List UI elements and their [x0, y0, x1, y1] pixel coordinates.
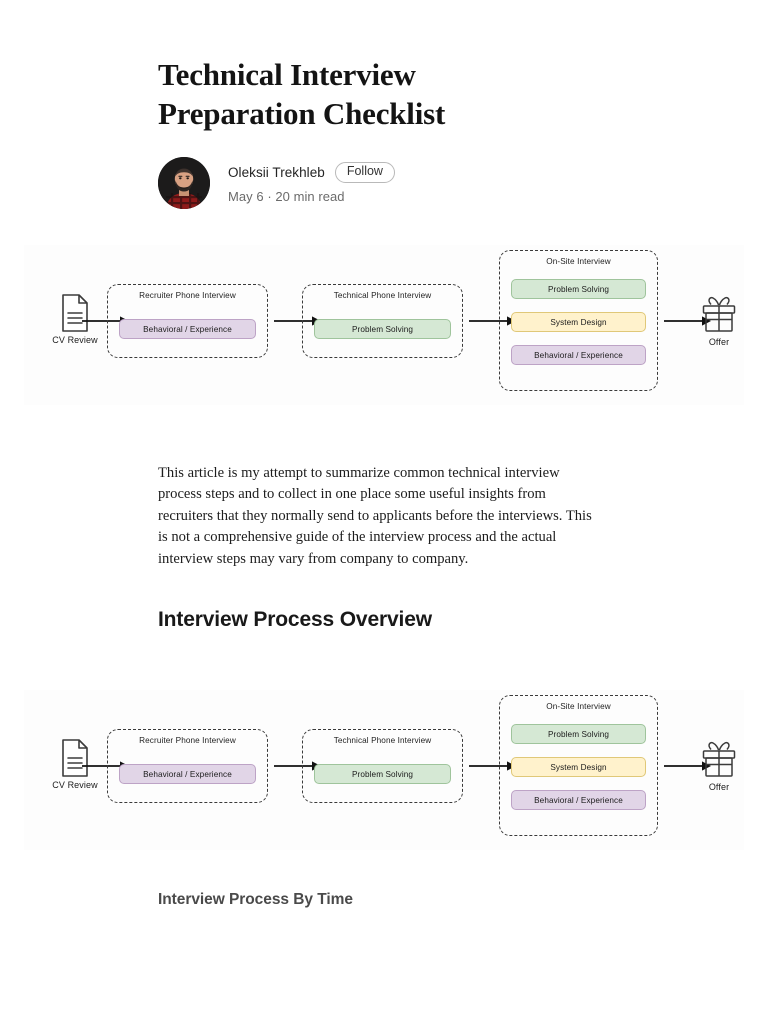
diagram-start-node: CV Review: [40, 293, 110, 345]
article-meta: May 6 · 20 min read: [228, 189, 345, 205]
diagram-start-node: CV Review: [40, 738, 110, 790]
stage-chip-behavioral[interactable]: Behavioral / Experience: [511, 790, 646, 810]
interview-process-diagram-overview: CV Review Recruiter Phone Interview Beha…: [24, 690, 744, 850]
gift-icon: [702, 296, 736, 332]
avatar[interactable]: [158, 157, 210, 210]
stage-technical-phone-interview[interactable]: Technical Phone Interview Problem Solvin…: [302, 729, 463, 803]
follow-button[interactable]: Follow: [334, 161, 395, 184]
stage-chip-problem-solving[interactable]: Problem Solving: [314, 764, 451, 784]
stage-chip-behavioral[interactable]: Behavioral / Experience: [119, 764, 256, 784]
diagram-start-label: CV Review: [52, 780, 98, 790]
stage-title: Recruiter Phone Interview: [139, 291, 236, 300]
document-icon: [62, 739, 88, 777]
page-title: Technical Interview Preparation Checklis…: [158, 57, 446, 132]
byline-text: Oleksii Trekhleb Follow May 6 · 20 min r…: [228, 161, 395, 205]
stage-title: On-Site Interview: [546, 702, 611, 711]
stage-on-site-interview[interactable]: On-Site Interview Problem Solving System…: [499, 695, 658, 836]
stage-title: Technical Phone Interview: [333, 291, 432, 300]
diagram-end-node: Offer: [684, 295, 754, 347]
gift-icon: [702, 741, 736, 777]
stage-chip-problem-solving[interactable]: Problem Solving: [511, 279, 646, 299]
stage-chip-system-design[interactable]: System Design: [511, 757, 646, 777]
byline-primary-row: Oleksii Trekhleb Follow: [228, 161, 395, 184]
stage-recruiter-phone-interview[interactable]: Recruiter Phone Interview Behavioral / E…: [107, 729, 268, 803]
interview-process-diagram-top: CV Review Recruiter Phone Interview Beha…: [24, 245, 744, 405]
stage-on-site-interview[interactable]: On-Site Interview Problem Solving System…: [499, 250, 658, 391]
diagram-start-label: CV Review: [52, 335, 98, 345]
stage-chip-problem-solving[interactable]: Problem Solving: [511, 724, 646, 744]
intro-paragraph: This article is my attempt to summarize …: [158, 464, 592, 567]
byline: Oleksii Trekhleb Follow May 6 · 20 min r…: [158, 157, 610, 210]
stage-technical-phone-interview[interactable]: Technical Phone Interview Problem Solvin…: [302, 284, 463, 358]
stage-chip-behavioral[interactable]: Behavioral / Experience: [511, 345, 646, 365]
stage-title: On-Site Interview: [546, 257, 611, 266]
section-heading-by-time: Interview Process By Time: [158, 891, 353, 908]
author-name[interactable]: Oleksii Trekhleb: [228, 165, 325, 181]
stage-recruiter-phone-interview[interactable]: Recruiter Phone Interview Behavioral / E…: [107, 284, 268, 358]
stage-title: Recruiter Phone Interview: [139, 736, 236, 745]
stage-title: Technical Phone Interview: [333, 736, 432, 745]
stage-chip-system-design[interactable]: System Design: [511, 312, 646, 332]
diagram-end-label: Offer: [708, 337, 730, 347]
document-icon: [62, 294, 88, 332]
diagram-end-label: Offer: [708, 782, 730, 792]
stage-chip-problem-solving[interactable]: Problem Solving: [314, 319, 451, 339]
diagram-end-node: Offer: [684, 740, 754, 792]
article-header: Technical Interview Preparation Checklis…: [158, 0, 610, 210]
section-heading-overview: Interview Process Overview: [158, 608, 432, 631]
stage-chip-behavioral[interactable]: Behavioral / Experience: [119, 319, 256, 339]
